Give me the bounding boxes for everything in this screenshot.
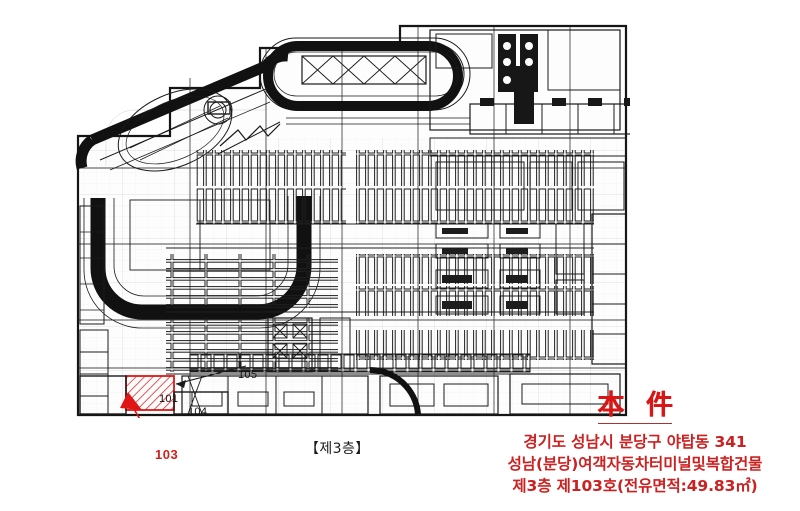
- floor-plan-drawing: [70, 18, 630, 418]
- floor-caption: 【제3층】: [305, 441, 370, 457]
- tenant-strip-left: [79, 205, 351, 415]
- unit-label-105: 105: [238, 369, 258, 381]
- diagonal-ramp-arm: [75, 50, 293, 172]
- shop-strip-bottom: [181, 353, 621, 415]
- retail-zone-right: [429, 29, 630, 365]
- unit-label-101: 101: [159, 393, 179, 405]
- unit-boundary-boxes: [79, 375, 229, 415]
- leader-arrow-103: [120, 392, 142, 418]
- subject-annotation: 本 件 경기도 성남시 분당구 야탑동 341 성남(분당)여객자동차터미널및복…: [470, 390, 800, 497]
- address-line-3: 제3층 제103호(전유면적:49.83㎡): [512, 477, 758, 496]
- leader-line-105: [175, 365, 247, 388]
- unit-label-104: 104: [188, 406, 208, 418]
- address-line-1: 경기도 성남시 분당구 야탑동 341: [523, 433, 747, 452]
- unit-label-103: 103: [155, 447, 179, 462]
- subject-title: 本 件: [597, 390, 679, 421]
- address-line-2: 성남(분당)여객자동차터미널및복합건물: [507, 455, 763, 474]
- title-underline: [598, 423, 672, 425]
